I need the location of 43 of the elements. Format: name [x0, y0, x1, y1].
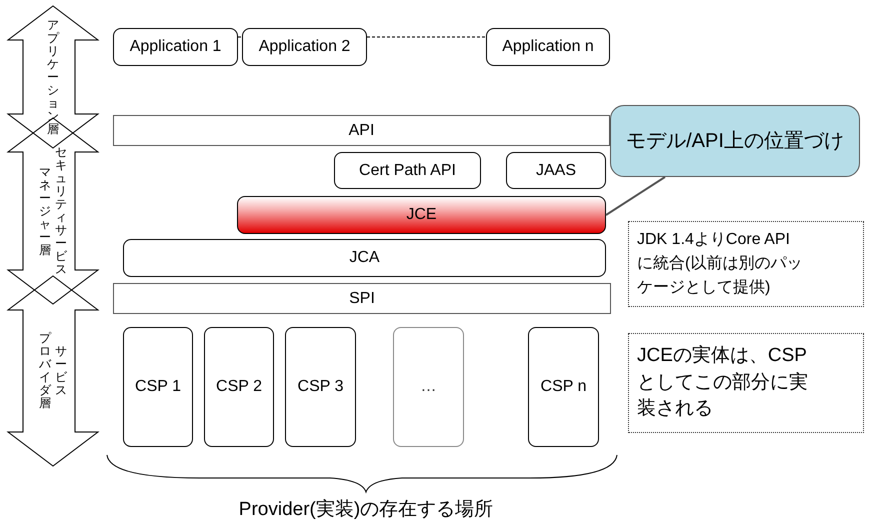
box-label: Application 2	[258, 38, 350, 56]
note-box	[628, 333, 864, 433]
box-label: Application n	[502, 38, 594, 56]
box-label: …	[420, 378, 436, 396]
component-box	[486, 28, 610, 66]
component-box	[242, 28, 367, 66]
box-label: API	[348, 122, 374, 140]
vertical-layer-label: サービス	[55, 345, 67, 397]
layer-indicator	[8, 276, 98, 466]
component-box	[204, 327, 274, 447]
box-label: モデル/API上の位置づけ	[626, 128, 844, 154]
component-box	[123, 239, 606, 277]
box-label: JCA	[349, 249, 380, 267]
box-label: JAAS	[536, 162, 576, 180]
box-label: Application 1	[130, 38, 222, 56]
component-box	[113, 28, 238, 66]
vertical-layer-label: セキュリティサービス	[55, 146, 67, 276]
box-label: CSP 1	[135, 378, 181, 396]
vertical-layer-label: プロバイダ層	[39, 332, 51, 410]
box-label: SPI	[349, 290, 375, 308]
box-label: JDK 1.4よりCore API に統合(以前は別のパッケージとして提供)	[637, 230, 804, 298]
connector-line	[238, 36, 242, 38]
callout-bubble	[610, 105, 860, 177]
box-label: Cert Path API	[359, 162, 456, 180]
connector-line	[366, 36, 486, 38]
box-label: JCE	[406, 206, 437, 224]
note-box	[628, 221, 864, 307]
layer-indicator	[8, 6, 98, 148]
layer-bar	[113, 283, 611, 314]
box-label: CSP 3	[298, 378, 344, 396]
vertical-layer-label: マネージャー層	[39, 166, 51, 256]
component-box	[334, 152, 481, 189]
highlighted-component-box	[237, 196, 606, 234]
box-label: CSP n	[540, 378, 586, 396]
component-box	[506, 152, 606, 189]
box-label: CSP 2	[216, 378, 262, 396]
box-label: JCEの実体は、CSPとしてこの部分に実装される	[637, 344, 809, 422]
caption-text: Provider(実装)の存在する場所	[238, 498, 494, 522]
component-box	[123, 327, 193, 447]
layer-bar	[113, 115, 610, 146]
component-box	[528, 327, 599, 447]
placeholder-box	[393, 327, 464, 447]
component-box	[285, 327, 356, 447]
